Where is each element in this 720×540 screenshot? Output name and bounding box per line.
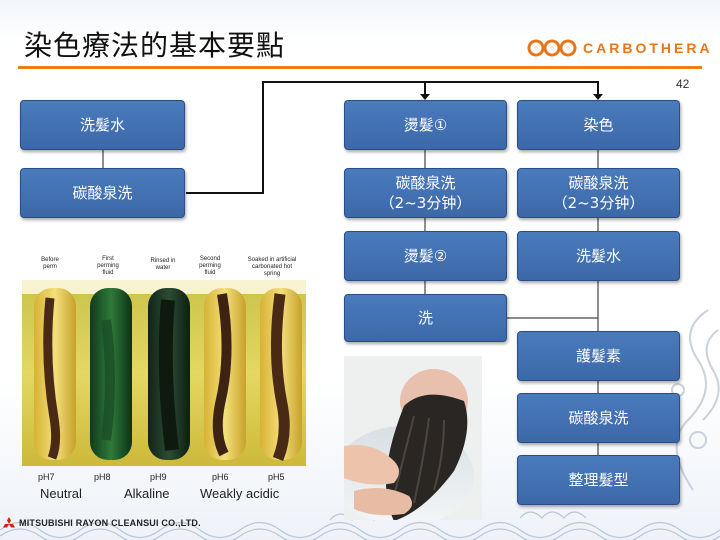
step-styling: 整理髮型: [517, 455, 680, 505]
step-carbonated-wash-middle: 碳酸泉洗 （2~3分钟）: [344, 168, 507, 218]
tube-label: Second perming fluid: [199, 256, 221, 276]
step-shampoo-right: 洗髮水: [517, 231, 680, 281]
ph-label: pH9: [150, 472, 167, 482]
tube-label: Rinsed in water: [150, 258, 176, 271]
step-dye: 染色: [517, 100, 680, 150]
category-neutral: Neutral: [40, 486, 82, 501]
step-perm-1: 燙髮①: [344, 100, 507, 150]
mitsubishi-diamond-icon: [3, 516, 15, 527]
page-number: 42: [676, 77, 690, 91]
step-carbonated-wash-left: 碳酸泉洗: [20, 168, 185, 218]
footer-company: MITSUBISHI RAYON CLEANSUI CO.,LTD.: [2, 515, 201, 531]
step-conditioner: 護髮素: [517, 331, 680, 381]
tube-label: First perming fluid: [97, 256, 119, 276]
title-divider: [18, 66, 702, 69]
ph-label: pH7: [38, 472, 55, 482]
carbothera-logo-icon: [527, 39, 577, 57]
hair-tubes-photo: [22, 280, 306, 466]
ph-label: pH6: [212, 472, 229, 482]
brand-logo: CARBOTHERA: [527, 38, 713, 58]
ph-label: pH5: [268, 472, 285, 482]
page-title: 染色療法的基本要點: [24, 29, 286, 62]
ph-label: pH8: [94, 472, 111, 482]
tube-label: Before perm: [41, 257, 59, 270]
step-shampoo-left: 洗髮水: [20, 100, 185, 150]
footer-company-name: MITSUBISHI RAYON CLEANSUI CO.,LTD.: [19, 518, 201, 528]
hair-washing-photo: [344, 356, 482, 520]
tube-label: Soaked in artificial carbonated hot spri…: [247, 257, 297, 277]
step-wash: 洗: [344, 294, 507, 342]
brand-name: CARBOTHERA: [583, 40, 713, 56]
step-carbonated-wash-final: 碳酸泉洗: [517, 393, 680, 443]
category-weakly-acidic: Weakly acidic: [200, 486, 280, 501]
step-carbonated-wash-right: 碳酸泉洗 （2~3分钟）: [517, 168, 680, 218]
category-alkaline: Alkaline: [124, 486, 170, 501]
step-perm-2: 燙髮②: [344, 231, 507, 281]
